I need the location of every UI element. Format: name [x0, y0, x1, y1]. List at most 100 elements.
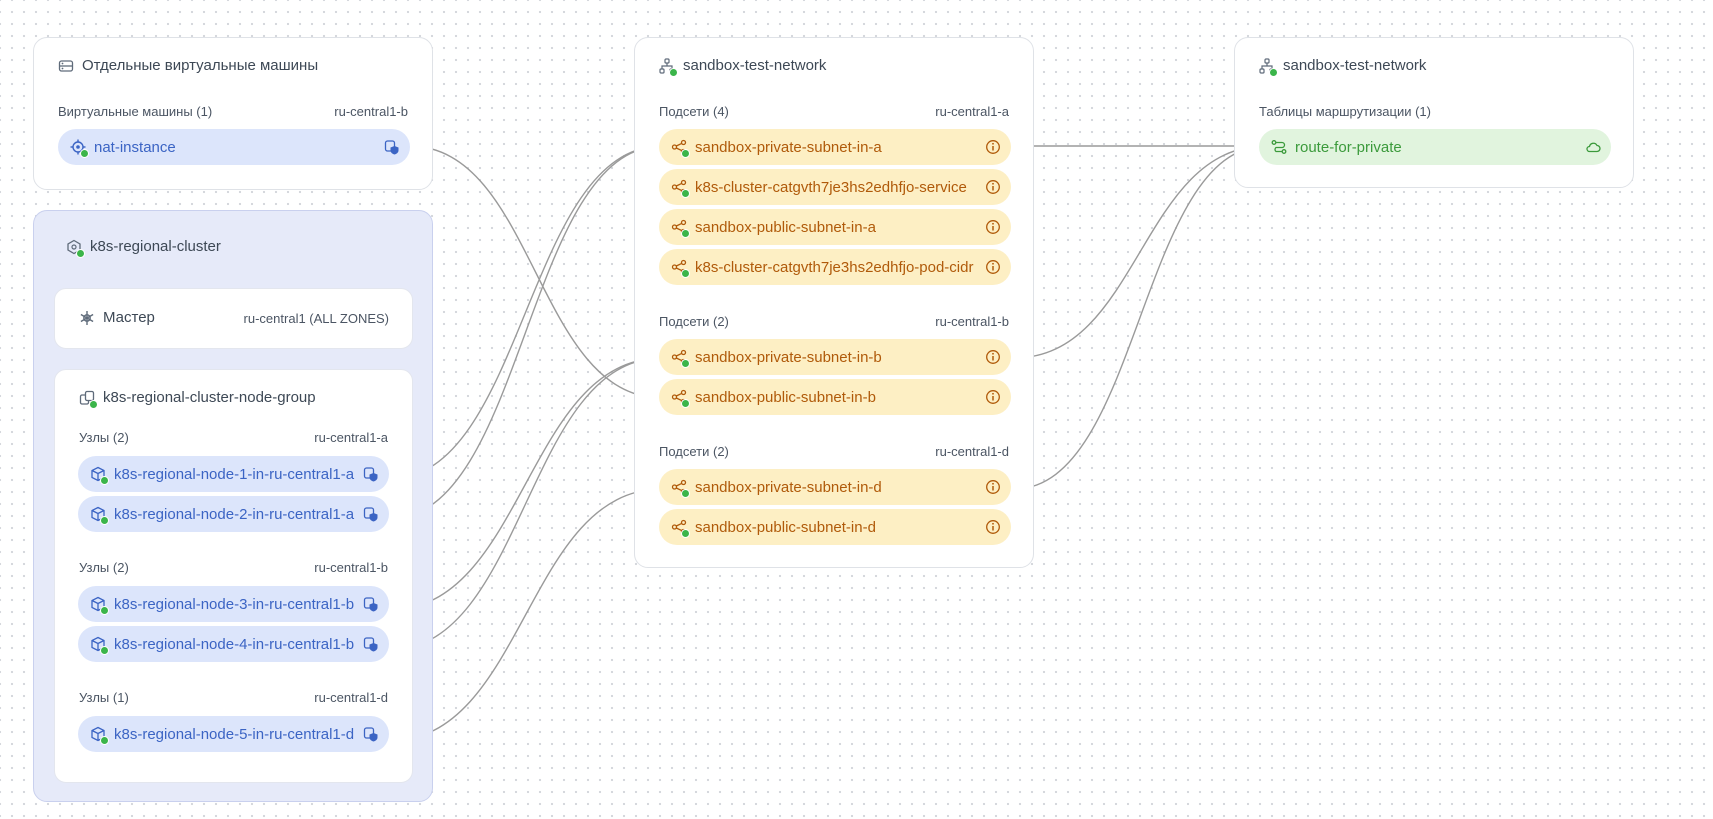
info-icon[interactable] [985, 139, 1001, 155]
node-item-label: k8s-regional-node-4-in-ru-central1-b [114, 635, 355, 653]
master-panel[interactable]: Мастер ru-central1 (ALL ZONES) [54, 288, 413, 349]
route-icon [1271, 139, 1287, 155]
node-section-label: Узлы (1) [79, 690, 129, 705]
status-ok-dot [681, 149, 690, 158]
subnet-item[interactable]: sandbox-public-subnet-in-a [659, 209, 1011, 245]
connection-line [1013, 145, 1267, 359]
vm-gear-icon [70, 139, 89, 158]
subnet-item[interactable]: sandbox-private-subnet-in-d [659, 469, 1011, 505]
connection-line [1013, 145, 1267, 490]
k8s-cluster-panel: k8s-regional-cluster Мастер ru-central1 … [33, 210, 433, 802]
info-icon[interactable] [985, 219, 1001, 235]
cluster-icon [66, 239, 85, 258]
node-item-label: k8s-regional-node-3-in-ru-central1-b [114, 595, 355, 613]
node-item[interactable]: k8s-regional-node-1-in-ru-central1-a [78, 456, 389, 492]
vm-item-nat-instance[interactable]: nat-instance [58, 129, 410, 165]
node-group-icon [79, 390, 98, 409]
info-icon[interactable] [985, 179, 1001, 195]
vm-item-label: nat-instance [94, 138, 176, 156]
network-title: sandbox-test-network [659, 57, 827, 77]
node-section-zone: ru-central1-a [314, 430, 388, 445]
subnet-item-label: sandbox-private-subnet-in-b [695, 348, 882, 366]
cloud-icon[interactable] [1585, 139, 1601, 155]
node-item[interactable]: k8s-regional-node-2-in-ru-central1-a [78, 496, 389, 532]
node-icon [90, 466, 109, 485]
subnet-section-header: Подсети (4)ru-central1-a [659, 104, 1009, 119]
node-icon [90, 636, 109, 655]
subnet-section-label: Подсети (2) [659, 314, 729, 329]
network-panel: sandbox-test-network Подсети (4)ru-centr… [634, 37, 1034, 568]
subnet-section-header: Подсети (2)ru-central1-d [659, 444, 1009, 459]
node-section-header: Узлы (2) ru-central1-b [79, 560, 388, 575]
master-zone: ru-central1 (ALL ZONES) [243, 311, 389, 326]
node-item[interactable]: k8s-regional-node-4-in-ru-central1-b [78, 626, 389, 662]
network-title-text: sandbox-test-network [683, 57, 827, 74]
subnet-section-zone: ru-central1-b [935, 314, 1009, 329]
route-panel: sandbox-test-network Таблицы маршрутизац… [1234, 37, 1634, 188]
standalone-vms-title: Отдельные виртуальные машины [58, 57, 318, 74]
node-group-title-text: k8s-regional-cluster-node-group [103, 389, 316, 406]
info-icon[interactable] [985, 259, 1001, 275]
node-icon [90, 506, 109, 525]
vm-section-header: Виртуальные машины (1) ru-central1-b [58, 104, 408, 119]
subnet-item[interactable]: k8s-cluster-catgvth7je3hs2edhfjo-pod-cid… [659, 249, 1011, 285]
info-icon[interactable] [985, 479, 1001, 495]
subnet-section-zone: ru-central1-d [935, 444, 1009, 459]
info-icon[interactable] [985, 519, 1001, 535]
k8s-cluster-title-text: k8s-regional-cluster [90, 238, 221, 255]
node-section-zone: ru-central1-b [314, 560, 388, 575]
status-ok-dot [681, 359, 690, 368]
connection-line [408, 145, 663, 399]
node-group-title: k8s-regional-cluster-node-group [79, 389, 316, 409]
node-item[interactable]: k8s-regional-node-5-in-ru-central1-d [78, 716, 389, 752]
node-item-label: k8s-regional-node-2-in-ru-central1-a [114, 505, 355, 523]
subnet-item[interactable]: sandbox-public-subnet-in-d [659, 509, 1011, 545]
security-group-icon[interactable] [363, 506, 379, 522]
security-group-icon[interactable] [363, 726, 379, 742]
subnet-item-label: sandbox-public-subnet-in-d [695, 518, 876, 536]
subnet-section-header: Подсети (2) ru-central1-b [659, 314, 1009, 329]
info-icon[interactable] [985, 349, 1001, 365]
subnet-icon [671, 389, 690, 408]
status-ok-dot [681, 269, 690, 278]
subnet-section-zone: ru-central1-a [935, 104, 1009, 119]
node-section-header: Узлы (2)ru-central1-a [79, 430, 388, 445]
subnet-item[interactable]: sandbox-public-subnet-in-b [659, 379, 1011, 415]
subnet-item[interactable]: sandbox-private-subnet-in-b [659, 339, 1011, 375]
status-ok-dot [681, 489, 690, 498]
status-ok-dot [100, 606, 109, 615]
info-icon[interactable] [985, 389, 1001, 405]
status-ok-dot [669, 67, 678, 77]
route-item-label: route-for-private [1295, 138, 1402, 156]
subnet-icon [671, 479, 690, 498]
route-panel-title: sandbox-test-network [1259, 57, 1426, 77]
node-section-header: Узлы (1) ru-central1-d [79, 690, 388, 705]
status-ok-dot [1269, 67, 1278, 77]
security-group-icon[interactable] [363, 466, 379, 482]
network-icon [659, 57, 678, 77]
subnet-icon [671, 179, 690, 198]
subnet-icon [671, 219, 690, 238]
helm-icon [79, 310, 95, 326]
security-group-icon[interactable] [363, 596, 379, 612]
subnet-item[interactable]: k8s-cluster-catgvth7je3hs2edhfjo-service [659, 169, 1011, 205]
route-item-route-for-private[interactable]: route-for-private [1259, 129, 1611, 165]
security-group-icon[interactable] [363, 636, 379, 652]
subnet-item[interactable]: sandbox-private-subnet-in-a [659, 129, 1011, 165]
security-group-icon[interactable] [384, 139, 400, 155]
node-section-label: Узлы (2) [79, 560, 129, 575]
vm-section-zone: ru-central1-b [334, 104, 408, 119]
node-item[interactable]: k8s-regional-node-3-in-ru-central1-b [78, 586, 389, 622]
standalone-vms-panel: Отдельные виртуальные машины Виртуальные… [33, 37, 433, 190]
subnet-icon [671, 519, 690, 538]
status-ok-dot [80, 149, 89, 158]
master-title: Мастер [79, 309, 155, 326]
route-section-label: Таблицы маршрутизации (1) [1259, 104, 1431, 119]
node-item-label: k8s-regional-node-1-in-ru-central1-a [114, 465, 355, 483]
node-section-zone: ru-central1-d [314, 690, 388, 705]
subnet-icon [671, 349, 690, 368]
status-ok-dot [100, 516, 109, 525]
subnet-item-label: sandbox-private-subnet-in-a [695, 138, 882, 156]
status-ok-dot [89, 399, 98, 409]
route-section-header: Таблицы маршрутизации (1) [1259, 104, 1609, 119]
